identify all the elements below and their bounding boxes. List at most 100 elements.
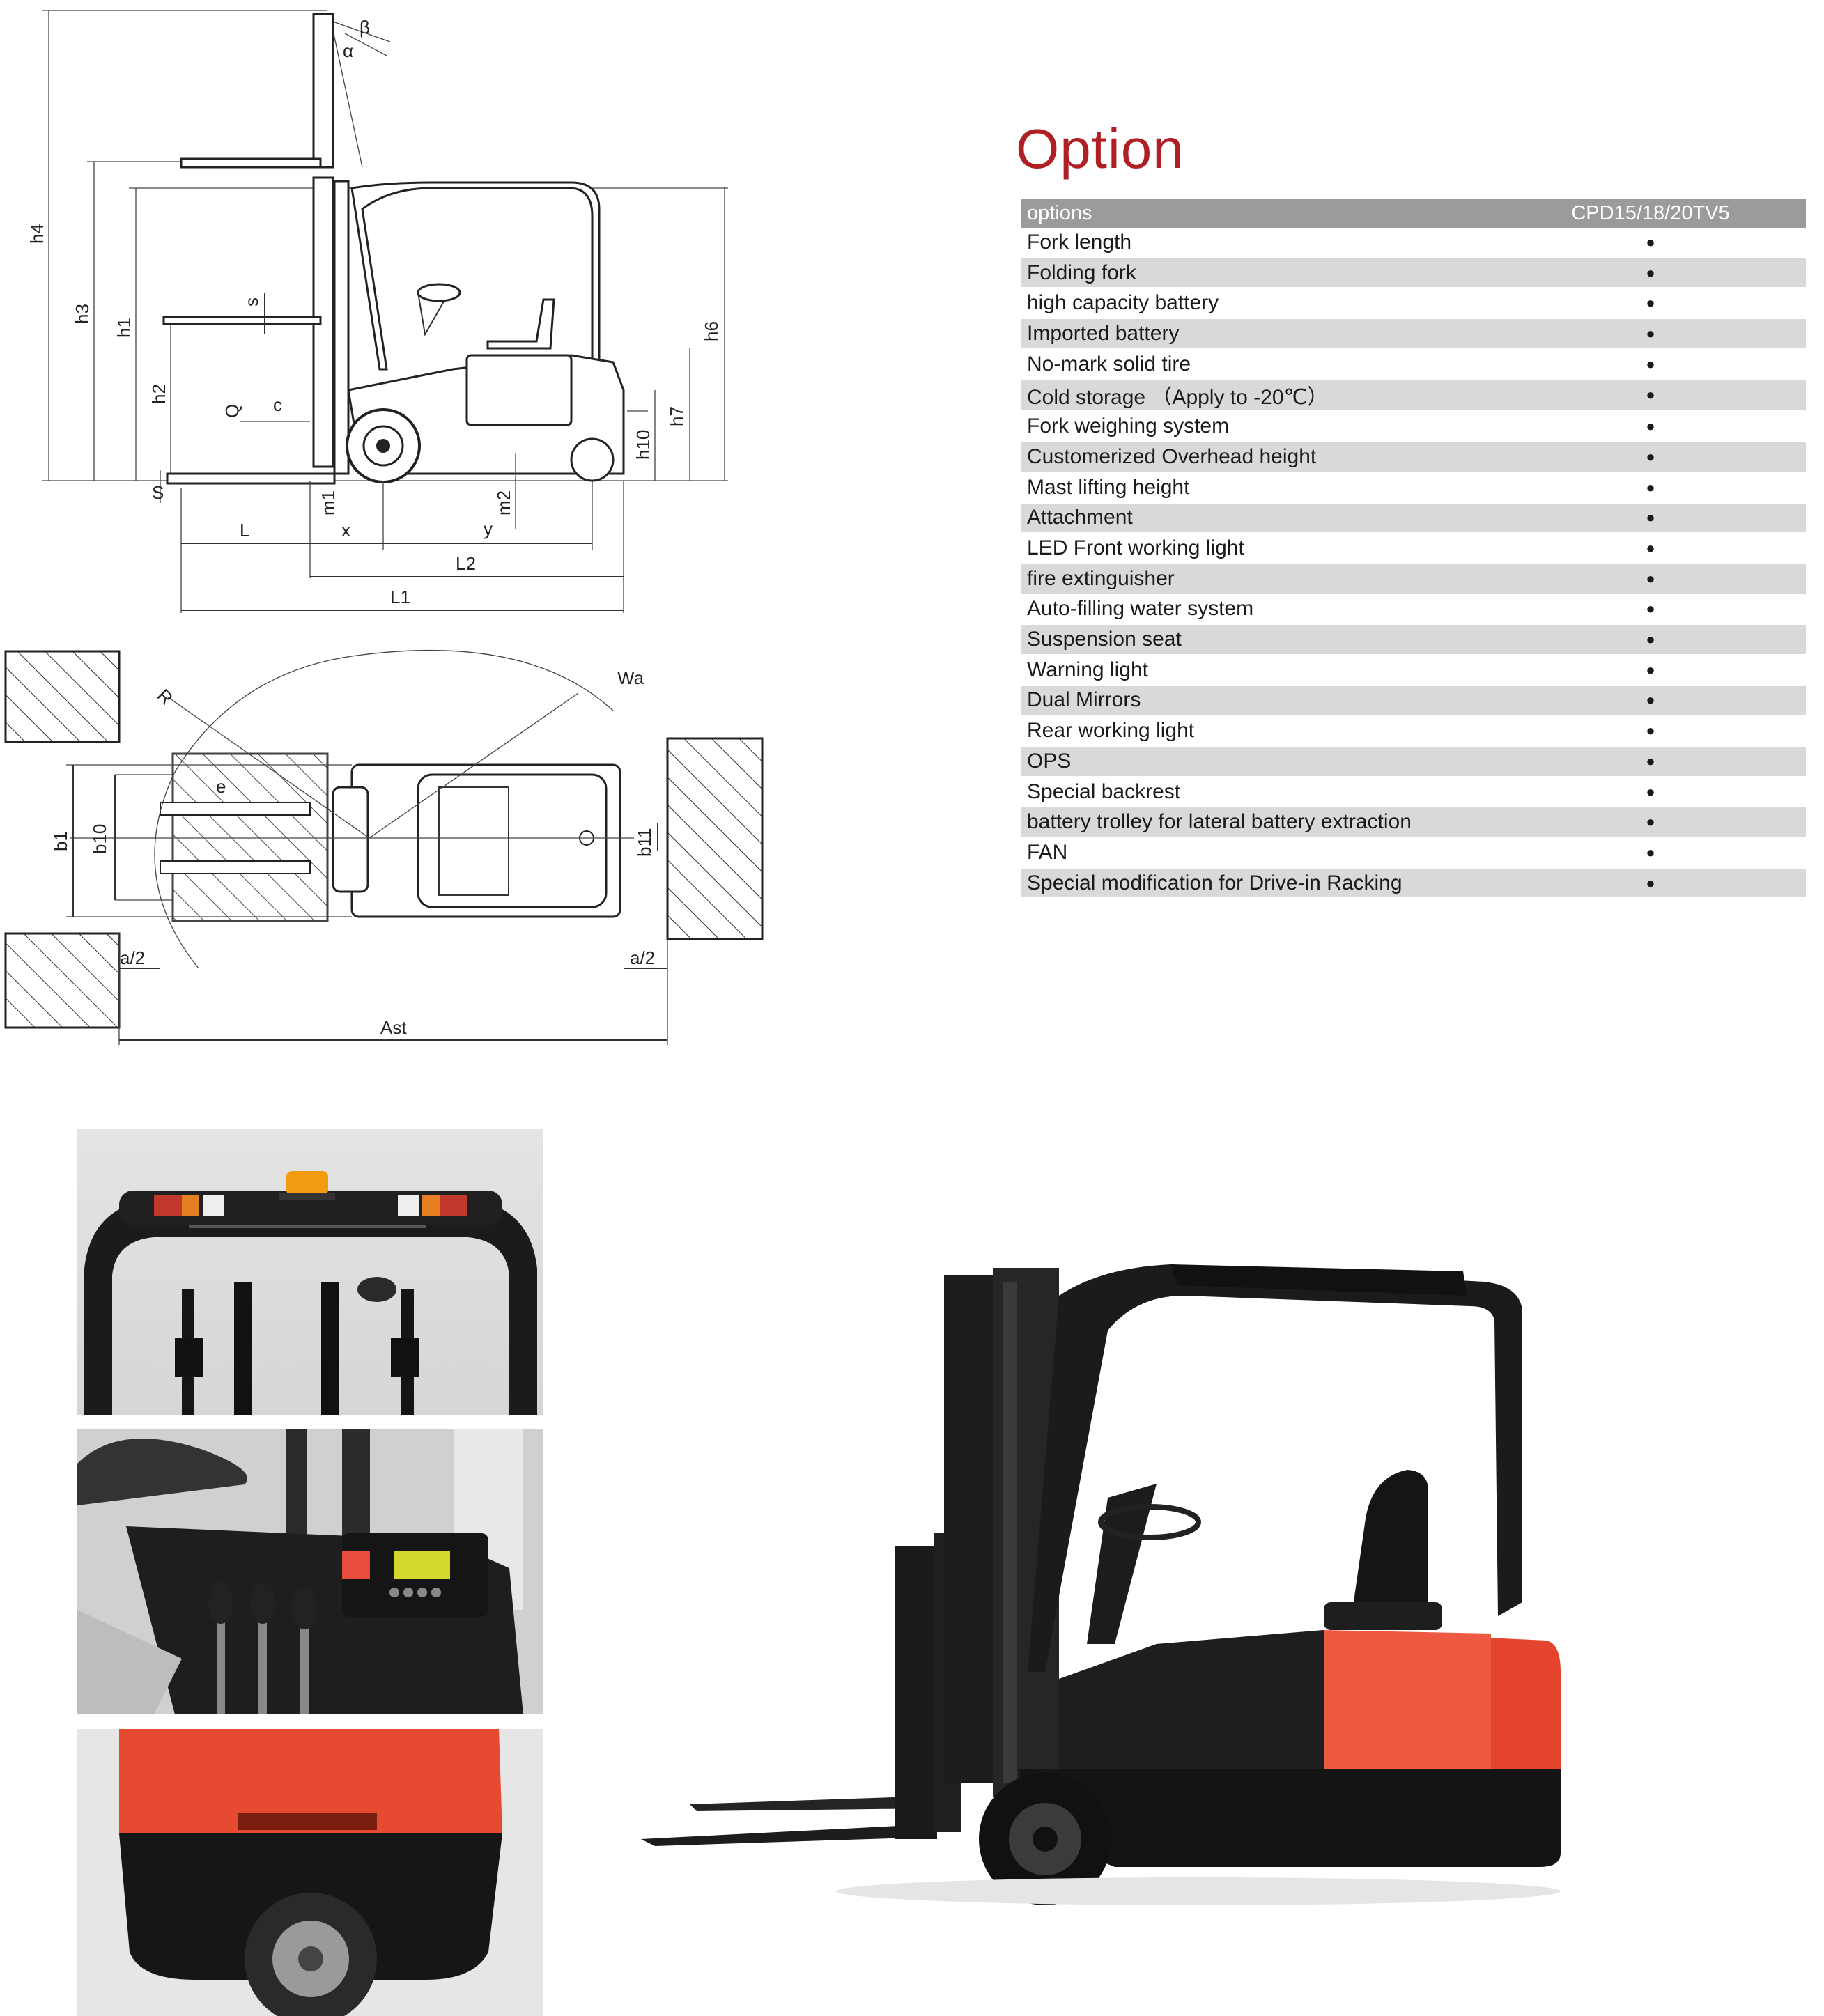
option-title: Option — [1016, 118, 1184, 180]
table-row: Folding fork● — [1021, 258, 1806, 289]
table-row: Imported battery● — [1021, 319, 1806, 350]
option-name: Special backrest — [1021, 777, 1495, 808]
b11-label: b11 — [634, 828, 655, 857]
option-availability-mark: ● — [1495, 380, 1806, 412]
option-availability-mark: ● — [1495, 412, 1806, 443]
c-label: c — [273, 394, 282, 415]
rear-counterweight-photo — [77, 1729, 543, 2016]
option-availability-mark: ● — [1495, 838, 1806, 869]
a2-left-label: a/2 — [120, 947, 145, 968]
table-row: LED Front working light● — [1021, 534, 1806, 564]
top-view-dimension-diagram: b1 b10 b11 e R Wa a/2 a/2 Ast — [4, 649, 764, 1045]
h4-label: h4 — [26, 224, 47, 244]
table-row: Special modification for Drive-in Rackin… — [1021, 868, 1806, 899]
table-row: Rear working light● — [1021, 716, 1806, 747]
table-row: Dual Mirrors● — [1021, 685, 1806, 717]
table-row: FAN● — [1021, 838, 1806, 869]
table-row: Cold storage （Apply to -20℃）● — [1021, 380, 1806, 412]
option-availability-mark: ● — [1495, 228, 1806, 258]
h10-label: h10 — [633, 430, 654, 460]
option-name: Mast lifting height — [1021, 473, 1495, 504]
options-column-header: options — [1021, 199, 1495, 228]
option-name: Customerized Overhead height — [1021, 442, 1495, 473]
option-name: Folding fork — [1021, 258, 1495, 289]
s-label: s — [241, 297, 262, 307]
option-name: Suspension seat — [1021, 625, 1495, 656]
option-name: high capacity battery — [1021, 288, 1495, 320]
table-row: high capacity battery● — [1021, 288, 1806, 320]
beta-label: β — [360, 17, 370, 38]
option-availability-mark: ● — [1495, 685, 1806, 717]
option-availability-mark: ● — [1495, 473, 1806, 504]
wa-label: Wa — [617, 667, 644, 688]
l1-label: L1 — [390, 587, 410, 607]
h2-label: h2 — [148, 384, 169, 404]
option-name: Special modification for Drive-in Rackin… — [1021, 868, 1495, 899]
option-availability-mark: ● — [1495, 442, 1806, 473]
r-label: R — [153, 685, 177, 708]
option-availability-mark: ● — [1495, 868, 1806, 899]
option-availability-mark: ● — [1495, 258, 1806, 289]
option-availability-mark: ● — [1495, 656, 1806, 686]
overhead-guard-lights-photo — [77, 1129, 543, 1415]
table-header-row: options CPD15/18/20TV5 — [1021, 199, 1806, 228]
table-row: No-mark solid tire● — [1021, 350, 1806, 380]
table-row: Auto-filling water system● — [1021, 595, 1806, 626]
option-name: Dual Mirrors — [1021, 685, 1495, 717]
side-view-dimension-diagram: β α h4 h3 h1 h2 h6 h7 h10 s Q c S L x y … — [26, 10, 728, 613]
option-availability-mark: ● — [1495, 625, 1806, 656]
option-name: Auto-filling water system — [1021, 595, 1495, 626]
y-label: y — [484, 518, 493, 539]
x-label: x — [341, 520, 350, 541]
table-row: battery trolley for lateral battery extr… — [1021, 807, 1806, 839]
table-row: Customerized Overhead height● — [1021, 442, 1806, 473]
table-row: Fork weighing system● — [1021, 412, 1806, 443]
option-name: fire extinguisher — [1021, 564, 1495, 595]
l2-label: L2 — [456, 553, 476, 574]
b1-label: b1 — [50, 831, 71, 851]
h3-label: h3 — [72, 304, 93, 324]
option-availability-mark: ● — [1495, 595, 1806, 626]
option-availability-mark: ● — [1495, 564, 1806, 595]
table-row: fire extinguisher● — [1021, 564, 1806, 595]
option-name: FAN — [1021, 838, 1495, 869]
option-availability-mark: ● — [1495, 747, 1806, 777]
s-ground-label: S — [152, 482, 164, 503]
option-availability-mark: ● — [1495, 503, 1806, 534]
option-availability-mark: ● — [1495, 807, 1806, 839]
table-row: Fork length● — [1021, 228, 1806, 258]
option-name: Attachment — [1021, 503, 1495, 534]
table-row: Warning light● — [1021, 656, 1806, 686]
option-name: battery trolley for lateral battery extr… — [1021, 807, 1495, 839]
option-name: Warning light — [1021, 656, 1495, 686]
forklift-product-photo — [641, 1264, 1561, 1905]
alpha-label: α — [343, 40, 353, 61]
table-row: OPS● — [1021, 747, 1806, 777]
model-column-header: CPD15/18/20TV5 — [1495, 199, 1806, 228]
operator-dashboard-photo — [77, 1429, 543, 1714]
option-name: Rear working light — [1021, 716, 1495, 747]
option-availability-mark: ● — [1495, 288, 1806, 320]
e-label: e — [216, 776, 226, 797]
option-name: LED Front working light — [1021, 534, 1495, 564]
table-row: Special backrest● — [1021, 777, 1806, 808]
q-label: Q — [222, 404, 242, 418]
option-availability-mark: ● — [1495, 716, 1806, 747]
option-name: OPS — [1021, 747, 1495, 777]
ast-label: Ast — [380, 1017, 407, 1038]
h1-label: h1 — [114, 318, 134, 338]
h7-label: h7 — [666, 406, 687, 426]
option-table: options CPD15/18/20TV5 Fork length●Foldi… — [1021, 199, 1806, 899]
option-availability-mark: ● — [1495, 319, 1806, 350]
table-row: Attachment● — [1021, 503, 1806, 534]
option-name: Fork length — [1021, 228, 1495, 258]
table-row: Suspension seat● — [1021, 625, 1806, 656]
option-availability-mark: ● — [1495, 350, 1806, 380]
option-availability-mark: ● — [1495, 777, 1806, 808]
table-row: Mast lifting height● — [1021, 473, 1806, 504]
m2-label: m2 — [493, 490, 514, 515]
l-label: L — [240, 520, 249, 541]
option-name: Fork weighing system — [1021, 412, 1495, 443]
b10-label: b10 — [89, 824, 110, 854]
option-name: No-mark solid tire — [1021, 350, 1495, 380]
